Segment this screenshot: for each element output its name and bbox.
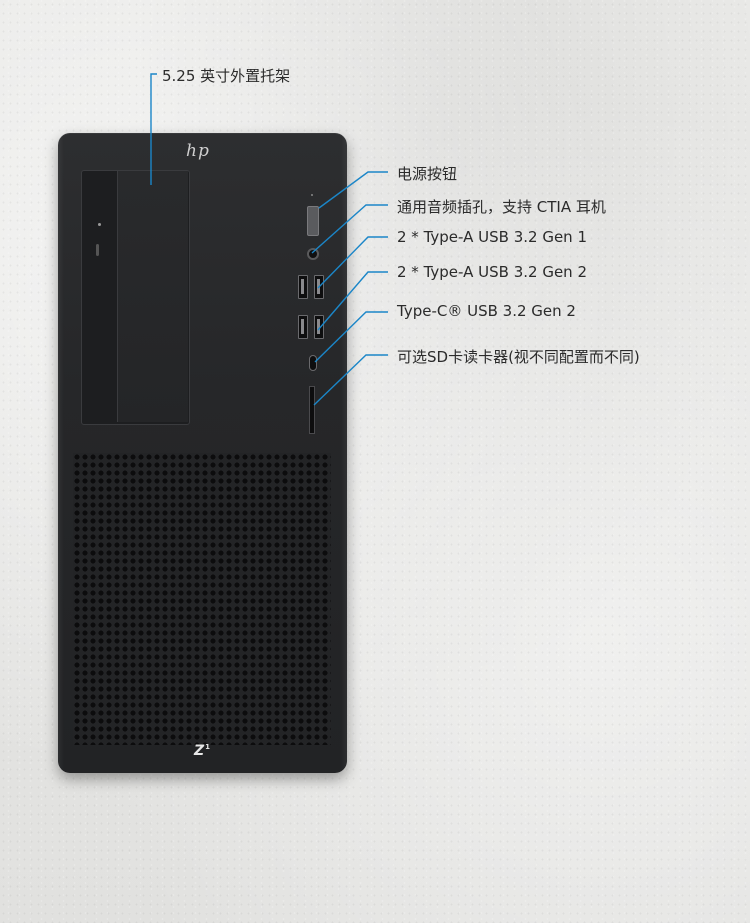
- hp-logo: hp: [186, 141, 210, 161]
- z-logo-number: 1: [205, 743, 211, 752]
- z-logo: Z1: [194, 743, 210, 759]
- leader-audio-jack: [311, 204, 388, 254]
- sd-card-slot[interactable]: [309, 386, 315, 434]
- leader-usb-gen2: [317, 271, 388, 331]
- label-usb-gen1: 2 * Type-A USB 3.2 Gen 1: [397, 228, 587, 246]
- label-drive-bay: 5.25 英寸外置托架: [162, 67, 291, 85]
- workstation-tower: hp Z1: [58, 133, 347, 773]
- z-logo-letter: Z: [194, 743, 205, 759]
- leader-sd-reader: [313, 354, 388, 406]
- usb-a-gen1-port-1[interactable]: [298, 275, 308, 299]
- tower-right-edge: [341, 133, 347, 773]
- leader-drive-bay: [150, 73, 157, 185]
- label-audio-jack: 通用音频插孔，支持 CTIA 耳机: [397, 198, 606, 216]
- audio-jack[interactable]: [307, 248, 319, 260]
- usb-a-gen2-port-1[interactable]: [298, 315, 308, 339]
- power-led: [311, 194, 313, 196]
- drive-eject-button[interactable]: [96, 244, 99, 256]
- label-power-button: 电源按钮: [397, 165, 458, 183]
- tower-left-edge: [58, 133, 64, 773]
- drive-bay-door[interactable]: [117, 171, 188, 422]
- drive-bay-frame: [81, 170, 190, 425]
- leader-usb-gen1: [317, 236, 388, 289]
- label-usb-c: Type-C® USB 3.2 Gen 2: [397, 302, 576, 320]
- leader-power-button: [318, 171, 388, 209]
- power-button[interactable]: [307, 206, 319, 236]
- label-usb-gen2: 2 * Type-A USB 3.2 Gen 2: [397, 263, 587, 281]
- usb-a-gen2-port-2[interactable]: [314, 315, 324, 339]
- label-sd-reader: 可选SD卡读卡器(视不同配置而不同): [397, 348, 640, 366]
- drive-activity-led: [98, 223, 101, 226]
- front-grille: [73, 453, 331, 745]
- usb-c-port[interactable]: [309, 355, 317, 371]
- leader-usb-c: [314, 311, 388, 363]
